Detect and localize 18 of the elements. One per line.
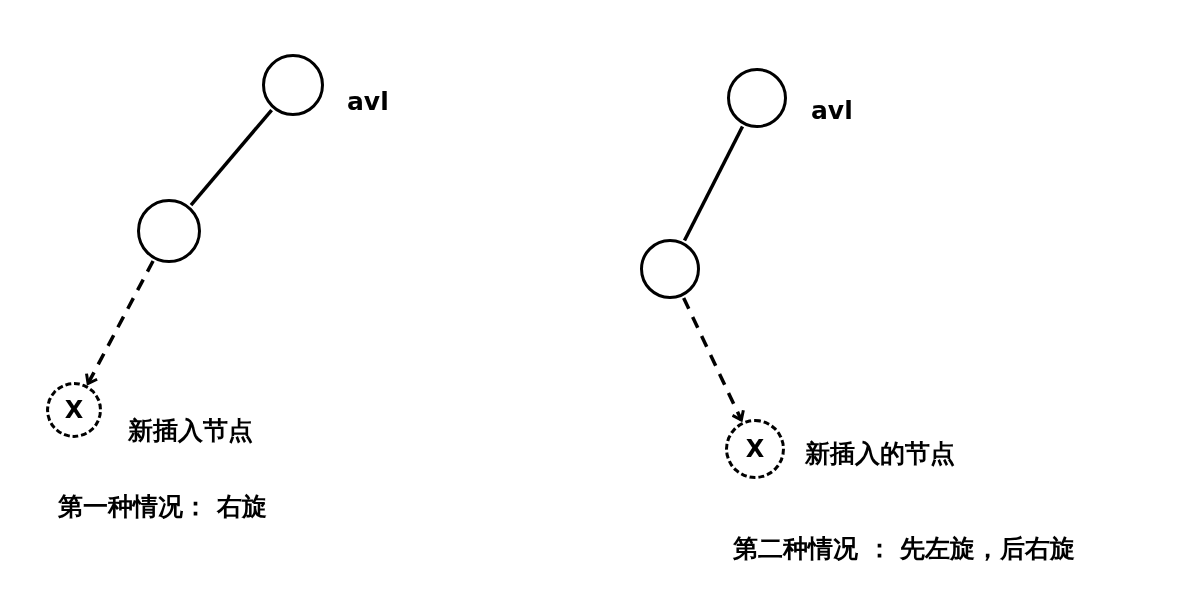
tree-node-circle bbox=[725, 419, 785, 479]
node-caption: 新插入的节点 bbox=[805, 437, 955, 470]
node-label: X bbox=[745, 435, 765, 463]
tree-node-circle bbox=[137, 199, 201, 263]
case-caption: 第一种情况： 右旋 bbox=[58, 490, 267, 523]
node-label: X bbox=[64, 396, 84, 424]
case-caption: 第二种情况 ： 先左旋，后右旋 bbox=[733, 532, 1076, 565]
tree-node-circle bbox=[46, 382, 102, 438]
node-caption: 新插入节点 bbox=[128, 414, 253, 447]
arrow bbox=[682, 297, 745, 422]
tree-edge bbox=[189, 109, 273, 207]
arrow bbox=[85, 260, 155, 385]
tree-node-circle bbox=[640, 239, 700, 299]
node-caption: avl bbox=[347, 86, 389, 116]
tree-edge bbox=[682, 125, 745, 242]
node-caption: avl bbox=[811, 95, 853, 125]
tree-node-circle bbox=[262, 54, 324, 116]
tree-node-circle bbox=[727, 68, 787, 128]
